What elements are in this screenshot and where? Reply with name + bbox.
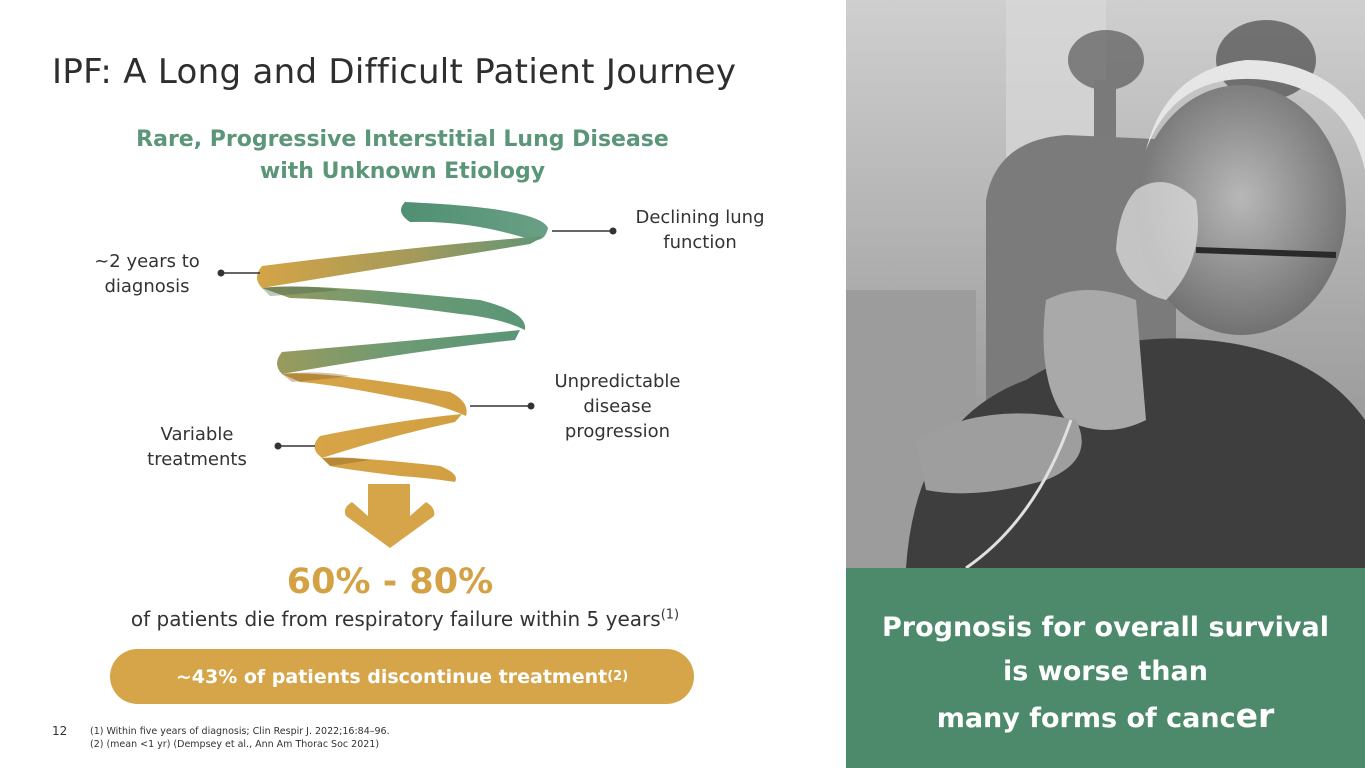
discontinue-treatment-banner: ~43% of patients discontinue treatment(2…	[110, 649, 694, 704]
mortality-range: 60% - 80%	[286, 562, 494, 602]
spiral-band-1	[401, 202, 548, 241]
callout-unpredictable-line-3: progression	[564, 421, 671, 442]
spiral-band-6	[314, 414, 462, 458]
callout-declining-line-2: function	[663, 232, 737, 253]
callout-unpredictable-line-1: Unpredictable	[554, 371, 681, 392]
spiral-band-2	[257, 236, 545, 288]
prognosis-line-3-tail: er	[1235, 696, 1275, 735]
callout-declining-lung-function: Declining lung function	[610, 205, 790, 255]
subtitle-line-2: with Unknown Etiology	[259, 159, 546, 184]
page-number: 12	[52, 724, 68, 738]
prognosis-line-3-main: many forms of canc	[936, 703, 1236, 734]
callout-variable-line-1: Variable	[160, 424, 234, 445]
subtitle-line-1: Rare, Progressive Interstitial Lung Dise…	[136, 127, 669, 152]
prognosis-panel: Prognosis for overall survival is worse …	[846, 568, 1365, 768]
spiral-band-7	[322, 457, 456, 482]
slide-title: IPF: A Long and Difficult Patient Journe…	[52, 52, 737, 92]
callout-variable-line-2: treatments	[147, 449, 247, 470]
patient-photo-illustration	[846, 0, 1365, 568]
footnotes: (1) Within five years of diagnosis; Clin…	[90, 725, 390, 751]
callout-diagnosis-line-1: ~2 years to	[94, 251, 200, 272]
prognosis-line-2: is worse than	[1003, 656, 1208, 687]
callout-unpredictable-progression: Unpredictable disease progression	[530, 369, 705, 444]
prognosis-statement: Prognosis for overall survival is worse …	[846, 606, 1365, 741]
prognosis-line-1: Prognosis for overall survival	[881, 612, 1329, 643]
callout-declining-line-1: Declining lung	[635, 207, 765, 228]
footnote-1: (1) Within five years of diagnosis; Clin…	[90, 726, 390, 737]
prognosis-line-3: many forms of cancer	[846, 694, 1365, 741]
spiral-band-3	[262, 286, 526, 330]
callout-unpredictable-line-2: disease	[583, 396, 652, 417]
spiral-band-5	[282, 373, 467, 416]
slide-subtitle: Rare, Progressive Interstitial Lung Dise…	[100, 124, 705, 188]
footnote-ref-1: (1)	[660, 607, 680, 623]
discontinue-treatment-text: ~43% of patients discontinue treatment	[175, 665, 608, 688]
callout-years-to-diagnosis: ~2 years to diagnosis	[62, 249, 232, 299]
patient-photo	[846, 0, 1365, 568]
mortality-description-text: of patients die from respiratory failure…	[130, 607, 661, 631]
footnote-2: (2) (mean <1 yr) (Dempsey et al., Ann Am…	[90, 739, 380, 750]
disease-spiral-graphic	[217, 202, 617, 548]
callout-diagnosis-line-2: diagnosis	[104, 276, 190, 297]
callout-variable-treatments: Variable treatments	[122, 422, 272, 472]
footnote-ref-2: (2)	[607, 669, 629, 684]
spiral-band-4	[277, 330, 520, 374]
mortality-description: of patients die from respiratory failure…	[60, 607, 750, 631]
down-arrow	[344, 484, 435, 548]
